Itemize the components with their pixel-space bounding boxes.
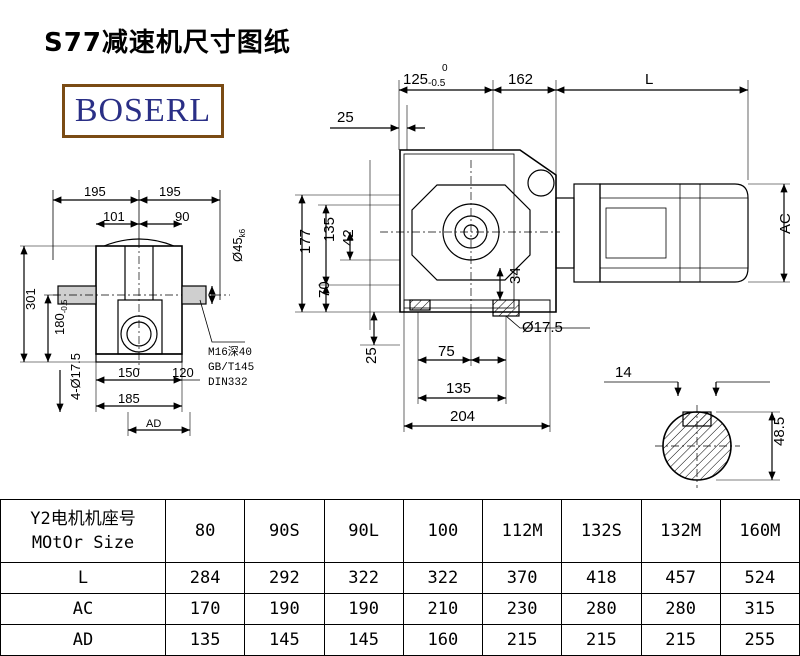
table-cell: 255 [719,624,800,656]
table-cell: 322 [323,562,404,594]
dim-34: 34 [507,267,524,284]
table-cell: 170 [164,593,246,625]
dim-inner-right: 90 [175,209,189,224]
table-cell: 215 [561,624,642,656]
dim-AC: AC [777,213,794,234]
dim-hole: Ø17.5 [522,319,563,336]
dim-ad: AD [146,418,161,430]
dim-70: 70 [316,281,333,298]
dim-25-top: 25 [337,109,354,126]
table-cell: 315 [719,593,800,625]
table-cell: 322 [402,562,484,594]
table-row: L 284 292 322 322 370 418 457 524 [0,562,800,594]
key-view-labels: 14 48.5 [615,364,788,446]
motor-size-table: Y2电机机座号 MOtOr Size 80 90S 90L 100 112M 1… [0,499,800,656]
key-view [604,381,780,488]
dim-height: 301 [23,288,38,310]
dim-14: 14 [615,364,632,381]
table-row: AD 135 145 145 160 215 215 215 255 [0,624,800,656]
logo-text: BOSERL [74,92,212,129]
dim-shaft-dia: Ø45k6 [230,228,247,262]
size-cell: 90S [244,499,325,563]
table-cell: 457 [640,562,721,594]
row-label: AC [0,593,166,625]
dim-204: 204 [450,408,475,425]
table-row: AC 170 190 190 210 230 280 280 315 [0,593,800,625]
front-view-labels: 195 195 101 90 301 180-0.5 Ø45k6 4-Ø17.5… [23,184,254,430]
table-header-label: Y2电机机座号 MOtOr Size [0,499,166,563]
table-cell: 280 [561,593,642,625]
dim-base-185: 185 [118,391,140,406]
dim-shaft-height: 180-0.5 [52,299,69,335]
note-line-1: M16深40 [208,345,252,359]
dim-holes: 4-Ø17.5 [68,353,83,400]
dim-48-5: 48.5 [771,417,788,446]
side-view-labels: 125-0.5 0 162 L 25 177 135 42 70 34 25 Ø… [297,63,794,425]
brand-logo: BOSERL [62,84,224,138]
size-cell: 112M [481,499,563,563]
dim-w-right: 195 [159,184,181,199]
technical-drawing: 195 195 101 90 301 180-0.5 Ø45k6 4-Ø17.5… [20,63,794,488]
front-view [20,190,245,436]
dim-135-h: 135 [446,380,471,397]
table-cell: 190 [244,593,325,625]
row-label: L [0,562,166,594]
dim-135-v: 135 [321,217,338,242]
table-cell: 284 [164,562,246,594]
dim-25-bottom: 25 [363,347,380,364]
dim-w-left: 195 [84,184,106,199]
size-cell: 132M [640,499,721,563]
dim-162: 162 [508,71,533,88]
size-cell: 80 [164,499,246,563]
table-header-row: Y2电机机座号 MOtOr Size 80 90S 90L 100 112M 1… [0,499,800,563]
dim-75: 75 [438,343,455,360]
dim-42: 42 [340,229,357,246]
dim-177: 177 [297,229,314,254]
table-cell: 292 [244,562,325,594]
table-cell: 190 [323,593,404,625]
table-cell: 210 [402,593,484,625]
table-cell: 215 [640,624,721,656]
dim-125: 125-0.5 [403,71,446,89]
dim-inner-left: 101 [103,209,125,224]
header-label-cn: Y2电机机座号 [30,509,136,529]
dim-125-tol-top: 0 [442,63,448,74]
table-cell: 230 [481,593,563,625]
size-cell: 132S [561,499,642,563]
table-cell: 160 [402,624,484,656]
table-cell: 418 [561,562,642,594]
table-cell: 145 [244,624,325,656]
size-cell: 90L [323,499,404,563]
page-title: S77减速机尺寸图纸 [44,28,291,58]
table-cell: 280 [640,593,721,625]
table-cell: 145 [323,624,404,656]
note-line-3: DIN332 [208,377,248,389]
header-label-en: MOtOr Size [31,533,135,553]
row-label: AD [0,624,166,656]
table-cell: 215 [481,624,563,656]
note-line-2: GB/T145 [208,362,254,374]
dim-base-120: 120 [172,365,194,380]
table-cell: 524 [719,562,800,594]
table-cell: 370 [481,562,563,594]
dim-L: L [645,71,653,88]
size-cell: 100 [402,499,484,563]
table-cell: 135 [164,624,246,656]
dim-base-150: 150 [118,365,140,380]
side-view [295,80,790,432]
size-cell: 160M [719,499,800,563]
